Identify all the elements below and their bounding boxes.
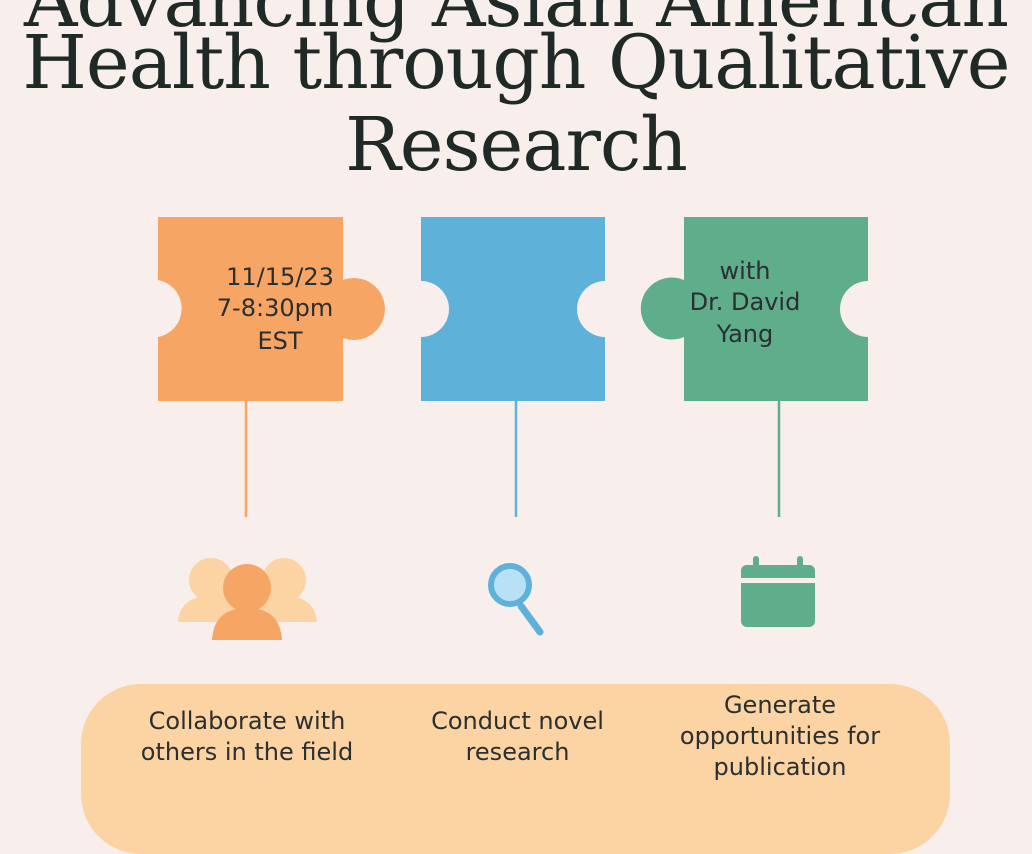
caption-publication-line-1: Generate: [723, 691, 837, 719]
puzzle-graphic: [158, 217, 868, 640]
speaker-prefix: with: [719, 257, 771, 285]
speaker-name-line-1: Dr. David: [689, 288, 801, 316]
event-date: 11/15/23: [226, 263, 334, 291]
puzzle-piece-blue: [421, 217, 605, 401]
title-line-3: Research: [345, 102, 688, 188]
caption-research-line-1: Conduct novel: [431, 707, 604, 735]
people-group-icon: [178, 558, 317, 640]
title-line-1: Advancing Asian American: [23, 0, 1009, 44]
puzzle-piece-orange: [158, 217, 385, 401]
caption-collaborate-line-1: Collaborate with: [148, 707, 346, 735]
magnifying-glass-icon: [488, 563, 544, 636]
caption-publication-line-3: publication: [713, 753, 847, 781]
caption-research-line-2: research: [465, 738, 570, 766]
speaker-name-line-2: Yang: [716, 320, 774, 348]
puzzle-piece-green: [640, 217, 868, 401]
event-time: 7-8:30pm: [216, 294, 334, 322]
title-line-2: Health through Qualitative: [22, 20, 1010, 106]
event-timezone: EST: [257, 327, 303, 355]
calendar-icon: [741, 556, 815, 627]
caption-publication-line-2: opportunities for: [679, 722, 881, 750]
caption-collaborate-line-2: others in the field: [140, 738, 354, 766]
